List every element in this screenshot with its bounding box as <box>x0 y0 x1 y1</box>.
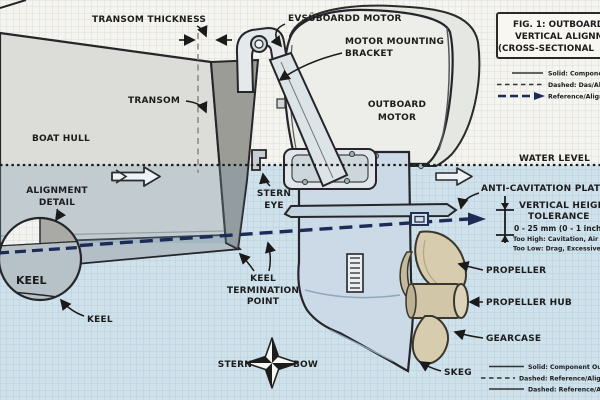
tolerance-too-low-label: Too Low: Drag, Excessive Sp <box>513 246 600 253</box>
alignment-reference-line <box>79 217 469 248</box>
keel-label: KEEL <box>87 315 113 325</box>
tolerance-too-high-label: Too High: Cavitation, Air Ing <box>513 236 600 243</box>
skeg-label: SKEG <box>444 368 472 378</box>
clamp-bolt-3 <box>302 179 308 185</box>
reference-marker-box <box>410 212 429 226</box>
cowl-seam-right <box>438 27 450 151</box>
mounting-bracket-label-line2: BRACKET <box>345 49 394 59</box>
motor-top-label: EVSÜBOARDD MOTOR <box>288 13 402 24</box>
outboard-motor-label-line2: MOTOR <box>378 113 416 123</box>
leader-arrows <box>55 23 484 372</box>
legend-bottom-dashed-label: Dashed: Reference/Align <box>519 376 600 383</box>
propeller-blade-bottom <box>411 315 450 365</box>
clamp-bolt-1 <box>349 151 355 157</box>
figure-title-line1: FIG. 1: OUTBOARD <box>513 20 600 30</box>
legend-top-solid-label: Solid: Componen <box>548 71 600 78</box>
tolerance-title-line2: TOLERANCE <box>528 212 590 222</box>
legend-top-reference-arrowhead <box>534 92 545 100</box>
tolerance-title-line1: VERTICAL HEIGHT <box>519 201 600 211</box>
legend-top-reference-label: Reference/Align <box>548 94 600 101</box>
boat-hull-label: BOAT HULL <box>32 134 90 144</box>
legend-top-dashed-label: Dashed: Das/Ali <box>548 82 600 89</box>
legend-top: Solid: Componen Dashed: Das/Ali Referenc… <box>497 71 600 101</box>
bow-sheer-line <box>0 0 27 9</box>
transom-label: TRANSOM <box>128 96 180 106</box>
anti-cavitation-plate-shape <box>283 202 458 219</box>
stern-eye-shape <box>251 149 267 171</box>
bracket-bolt-inner <box>254 39 264 49</box>
alignment-detail-label-line1: ALIGNMENT <box>26 186 88 196</box>
trim-gauge <box>346 253 364 293</box>
swivel-arm-seam <box>280 61 334 179</box>
keel-termination-label-line2: TERMINATION <box>227 286 299 296</box>
gearcase-shade-line <box>304 289 401 299</box>
figure-title-line3: (CROSS-SECTIONAL <box>498 44 594 54</box>
clamp-bolt-2 <box>344 178 350 184</box>
keel-zoom-label: KEEL <box>16 274 47 287</box>
compass-star-fill-w <box>246 356 272 363</box>
legend-bottom-solid-label: Solid: Component Out <box>528 364 600 371</box>
swivel-arm <box>268 51 349 188</box>
compass-bow-label: BOW <box>293 360 318 370</box>
stern-eye-label-line1: STERN <box>257 189 291 199</box>
water-flow-arrow-left <box>111 166 161 187</box>
keel-termination-label-line1: KEEL <box>250 274 276 284</box>
hub-front-shade <box>405 283 417 319</box>
skeg-shade-line <box>329 329 394 362</box>
tolerance-range-label: 0 - 25 mm (0 - 1 inch) <box>514 224 600 233</box>
orientation-compass: STERN BOW <box>218 337 318 389</box>
alignment-reference-arrowhead <box>468 212 486 226</box>
anti-cavitation-plate-label: ANTI-CAVITATION PLATE <box>481 184 600 194</box>
bracket-clip <box>276 98 286 109</box>
figure-title-box: FIG. 1: OUTBOARD VERTICAL ALIGNM (CROSS-… <box>496 12 600 59</box>
gearcase-label: GEARCASE <box>486 334 541 344</box>
compass-star-fill-e <box>272 363 298 370</box>
propeller-label: PROPELLER <box>486 266 546 276</box>
alignment-detail-circle <box>0 216 83 302</box>
propeller-hub-label: PROPELLER HUB <box>486 298 572 308</box>
water-level-label: WATER LEVEL <box>519 154 590 164</box>
hub-end-cap <box>453 283 469 319</box>
compass-stern-label: STERN <box>218 360 252 370</box>
compass-star-fill-n <box>272 338 279 363</box>
keel-termination-label-line3: POINT <box>247 297 280 307</box>
mounting-bracket-label-line1: MOTOR MOUNTING <box>345 37 444 47</box>
tolerance-dimension <box>496 196 514 243</box>
reference-marker-box-inner <box>414 215 425 223</box>
transom-thickness-label: TRANSOM THICKNESS <box>92 15 206 25</box>
stern-eye-label-line2: EYE <box>264 201 283 211</box>
figure-title-line2: VERTICAL ALIGNM <box>515 32 600 42</box>
legend-bottom: Solid: Component Out Dashed: Reference/A… <box>481 364 600 394</box>
compass-star-fill-s <box>265 363 272 388</box>
legend-bottom-reference-label: Dashed: Reference/Align <box>528 387 600 394</box>
alignment-detail-label-line2: DETAIL <box>39 198 75 208</box>
outboard-motor-label-line1: OUTBOARD <box>368 100 426 110</box>
water-flow-arrow-right <box>435 167 473 186</box>
